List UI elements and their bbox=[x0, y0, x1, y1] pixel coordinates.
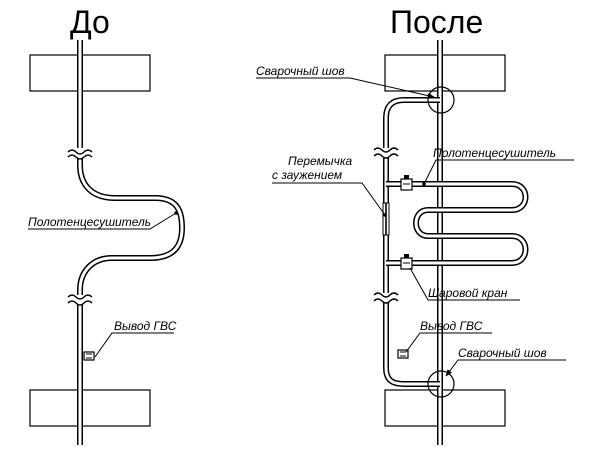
label-ball-valve: Шаровой кран bbox=[428, 286, 508, 300]
pipe-break-left-top bbox=[67, 148, 93, 160]
after-diagram: Сварочный шов Перемычка с заужением Поло… bbox=[256, 40, 574, 445]
label-weld-bottom: Сварочный шов bbox=[458, 346, 547, 360]
label-bypass: Перемычка с заужением bbox=[272, 154, 356, 182]
label-weld-top: Сварочный шов bbox=[256, 64, 345, 78]
ball-valve-top bbox=[400, 175, 413, 191]
ceiling-slab-left bbox=[29, 54, 151, 92]
bypass-loop bbox=[383, 97, 440, 387]
pipe-break-right-top bbox=[373, 147, 399, 159]
label-towel-dryer-after: Полотенцесушитель bbox=[433, 146, 556, 160]
floor-slab-left bbox=[29, 389, 151, 427]
title-after: После bbox=[390, 4, 483, 40]
floor-slab-right bbox=[384, 389, 506, 427]
weld-circle-top bbox=[427, 86, 455, 114]
towel-dryer-coil bbox=[386, 181, 529, 266]
weld-circle-bottom bbox=[427, 370, 455, 398]
before-diagram: Полотенцесушитель Вывод ГВС bbox=[28, 40, 185, 445]
ball-valve-bottom bbox=[400, 254, 413, 270]
label-bypass-line2: с заужением bbox=[272, 168, 342, 182]
label-hot-water-outlet-before: Вывод ГВС bbox=[114, 319, 177, 333]
ceiling-slab-right bbox=[384, 54, 506, 92]
label-bypass-line1: Перемычка bbox=[288, 154, 353, 168]
pipe-break-right-bottom bbox=[373, 292, 399, 304]
title-before: До bbox=[70, 4, 110, 40]
riser-pipe-before bbox=[77, 40, 185, 445]
label-towel-dryer-before: Полотенцесушитель bbox=[28, 215, 151, 229]
hot-water-outlet-fitting-before bbox=[83, 351, 95, 361]
hot-water-outlet-fitting-after bbox=[397, 349, 409, 359]
label-hot-water-outlet-after: Вывод ГВС bbox=[420, 319, 483, 333]
pipe-break-left-bottom bbox=[67, 294, 93, 306]
